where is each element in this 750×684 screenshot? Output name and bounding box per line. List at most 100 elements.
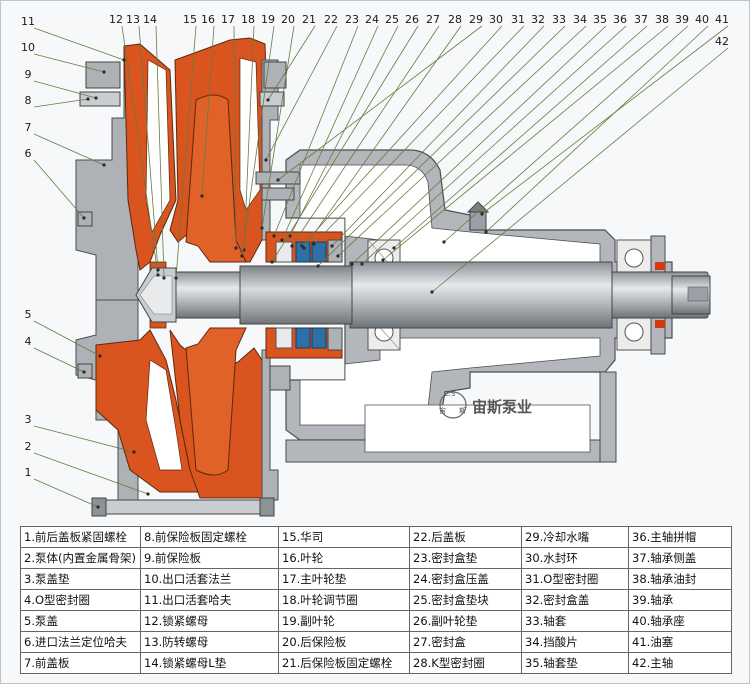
legend-cell: 35.轴套垫 [521,652,629,674]
leader-line-29 [277,25,483,181]
legend-cell: 23.密封盒垫 [409,547,522,569]
callout-number-3: 3 [25,413,32,426]
leader-line-31 [313,25,525,245]
legend-cell: 36.主轴拼帽 [628,526,732,548]
legend-cell: 11.出口活套哈夫 [140,589,279,611]
callout-number-31: 31 [511,13,525,26]
leader-dot-26 [270,260,274,264]
leader-dot-40 [484,230,488,234]
callout-number-7: 7 [25,121,32,134]
callout-number-14: 14 [143,13,157,26]
shaft-sleeve [239,265,353,325]
callout-number-42: 42 [715,35,729,48]
callout-number-21: 21 [302,13,316,26]
legend-cell: 14.锁紧螺母L垫 [140,652,279,674]
legend-cell: 27.密封盒 [409,631,522,653]
leader-dot-29 [276,178,280,182]
leader-line-10 [33,53,105,73]
pump-cross-section-drawing: Z.S 宙 斯 宙斯泵业 123456789101112131415161718… [21,13,729,517]
leader-dot-20 [260,226,264,230]
legend-cell: 29.冷却水嘴 [521,526,629,548]
legend-cell: 5.泵盖 [20,610,141,632]
leader-dot-9 [94,96,98,100]
leader-line-36 [361,25,627,265]
callout-number-35: 35 [593,13,607,26]
callout-number-4: 4 [25,335,32,348]
leader-line-2 [33,452,149,495]
leader-dot-5 [98,354,102,358]
logo-emblem-left: 宙 [439,406,446,415]
callout-number-26: 26 [405,13,419,26]
callout-number-28: 28 [448,13,462,26]
callout-number-13: 13 [126,13,140,26]
leader-line-11 [33,27,125,61]
callout-number-2: 2 [25,440,32,453]
leader-dot-12 [156,273,160,277]
callout-number-16: 16 [201,13,215,26]
callout-number-32: 32 [531,13,545,26]
leader-dot-8 [86,97,90,101]
callout-number-9: 9 [25,68,32,81]
leader-line-42 [431,47,729,293]
leader-dot-4 [82,370,86,374]
leader-dot-16 [200,194,204,198]
leader-line-24 [281,25,379,241]
leader-line-4 [33,347,85,373]
leader-line-26 [271,25,419,263]
leader-line-7 [33,133,105,166]
leader-dot-24 [280,238,284,242]
logo-emblem-top: Z.S [444,390,456,398]
legend-cell: 4.O型密封圈 [20,589,141,611]
legend-cell: 12.锁紧螺母 [140,610,279,632]
leader-dot-2 [146,492,150,496]
leader-dot-32 [330,244,334,248]
leader-line-14 [155,25,165,279]
legend-cell: 41.油塞 [628,631,732,653]
leader-line-32 [331,25,545,247]
leader-dot-7 [102,163,106,167]
callout-number-27: 27 [426,13,440,26]
legend-cell: 19.副叶轮 [278,610,410,632]
leader-line-35 [351,25,607,265]
leader-dot-27 [290,244,294,248]
legend-cell: 2.泵体(内置金属骨架) [20,547,141,569]
leader-line-23 [273,25,359,237]
leader-dot-21 [266,98,270,102]
leader-dot-19 [240,254,244,258]
legend-cell: 34.挡酸片 [521,631,629,653]
callout-number-29: 29 [469,13,483,26]
callout-number-24: 24 [365,13,379,26]
leader-dot-15 [174,276,178,280]
legend-cell: 17.主叶轮垫 [278,568,410,590]
callout-number-5: 5 [25,308,32,321]
legend-cell: 31.O型密封圈 [521,568,629,590]
leader-dot-23 [272,234,276,238]
leader-line-22 [265,25,338,161]
callout-number-15: 15 [183,13,197,26]
legend-cell: 6.进口法兰定位哈夫 [20,631,141,653]
leader-line-6 [33,159,85,219]
leader-dot-17 [234,246,238,250]
legend-cell: 25.密封盒垫块 [409,589,522,611]
callout-number-36: 36 [613,13,627,26]
legend-cell: 9.前保险板 [140,547,279,569]
leader-dot-11 [122,58,126,62]
leader-dot-36 [360,262,364,266]
callout-number-11: 11 [21,15,35,28]
leader-dot-10 [102,70,106,74]
callout-number-37: 37 [634,13,648,26]
legend-cell: 37.轴承侧盖 [628,547,732,569]
callout-number-17: 17 [221,13,235,26]
leader-line-13 [138,25,159,271]
leader-line-41 [481,25,729,215]
leader-dot-30 [300,244,304,248]
callout-number-8: 8 [25,94,32,107]
leader-line-3 [33,425,135,453]
leader-dot-3 [132,450,136,454]
